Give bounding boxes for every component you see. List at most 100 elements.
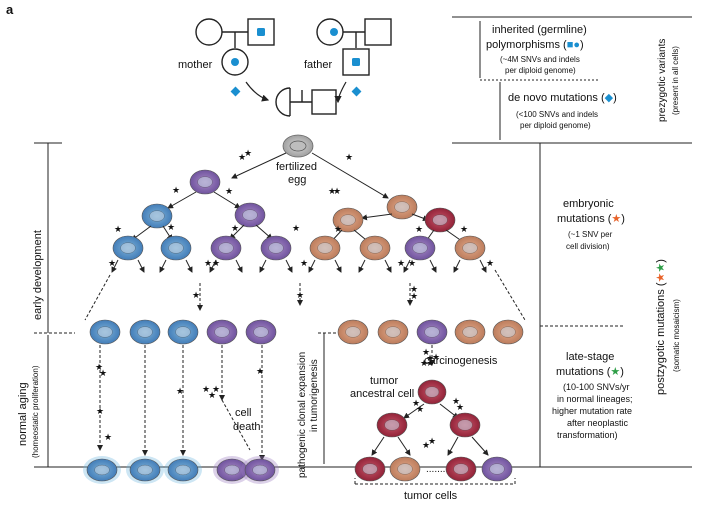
tumor-ancestral-cell [417, 379, 447, 405]
inherited-title: inherited (germline) [492, 24, 587, 36]
green-star-icon: ★ [412, 398, 420, 408]
late-detail-3: higher mutation rate [552, 406, 632, 416]
cell [454, 319, 486, 345]
inherited-title-2: polymorphisms (■●) [486, 39, 584, 51]
orange-star-icon: ★ [212, 258, 220, 268]
early-development-label: early development [32, 230, 44, 320]
embryonic-detail-2: cell division) [566, 242, 610, 251]
cell [160, 235, 192, 261]
cell [492, 319, 524, 345]
cell [454, 235, 486, 261]
green-star-icon: ★ [104, 432, 112, 442]
embryonic-detail-1: (~1 SNV per [568, 230, 613, 239]
lineage-tree: ....... [83, 152, 526, 485]
cell [332, 207, 364, 233]
panel-label: a [6, 2, 14, 17]
cell [416, 319, 448, 345]
orange-star-icon: ★ [244, 148, 252, 158]
orange-star-icon: ★ [410, 291, 418, 301]
orange-star-icon: ★ [300, 258, 308, 268]
normal-aging-label: normal aging [17, 382, 29, 446]
postzygotic-sublabel: (somatic mosaicism) [672, 299, 681, 372]
prezygotic-side-sublabel: (present in all cells) [671, 46, 680, 115]
father-label: father [304, 59, 332, 71]
normal-aging-sublabel: (homeostatic proliferation) [31, 365, 40, 458]
zygote-label-2: egg [288, 174, 306, 186]
orange-star-icon: ★ [408, 258, 416, 268]
green-star-icon: ★ [256, 366, 264, 376]
cell [245, 319, 277, 345]
inherited-detail-1: (~4M SNVs and indels [500, 55, 580, 64]
green-star-icon: ★ [426, 353, 434, 363]
cell [309, 235, 341, 261]
embryonic-title-2: mutations (★) [557, 213, 625, 225]
cell [112, 235, 144, 261]
cell [83, 456, 121, 484]
svg-text:.......: ....... [426, 464, 445, 475]
prezygotic-brackets [452, 16, 692, 144]
cell [89, 319, 121, 345]
postzygotic-brackets [539, 143, 692, 468]
green-star-icon: ★ [96, 406, 104, 416]
cell [481, 456, 513, 482]
embryonic-title: embryonic [563, 198, 614, 210]
late-title: late-stage [566, 351, 614, 363]
orange-star-icon: ★ [397, 258, 405, 268]
denovo-detail-2: per diploid genome) [520, 121, 591, 130]
cell [206, 319, 238, 345]
cell-death-label-1: cell [235, 407, 252, 419]
blue-circle-icon [231, 58, 239, 66]
orange-star-icon: ★ [172, 185, 180, 195]
orange-star-icon: ★ [415, 224, 423, 234]
orange-star-icon: ★ [334, 224, 342, 234]
green-star-icon: ★ [456, 402, 464, 412]
prezygotic-side-label: prezygotic variants [657, 39, 668, 122]
green-star-icon: ★ [176, 386, 184, 396]
denovo-detail-1: (<100 SNVs and indels [516, 110, 598, 119]
orange-star-icon: ★ [328, 186, 336, 196]
green-star-icon: ★ [202, 384, 210, 394]
inherited-markers [230, 28, 362, 97]
late-detail-2: in normal lineages; [557, 394, 633, 404]
tumor-label-1: tumor [370, 375, 398, 387]
orange-star-icon: ★ [238, 152, 246, 162]
orange-star-icon: ★ [345, 152, 353, 162]
late-detail-1: (10-100 SNVs/yr [563, 382, 630, 392]
orange-star-icon: ★ [333, 186, 341, 196]
blue-diamond-icon [351, 86, 362, 97]
cell [337, 319, 369, 345]
orange-star-icon: ★ [292, 223, 300, 233]
cell [126, 456, 164, 484]
green-star-icon: ★ [99, 368, 107, 378]
green-star-icon: ★ [420, 358, 428, 368]
cell [445, 456, 477, 482]
cell [141, 203, 173, 229]
late-title-2: mutations (★) [556, 366, 624, 378]
cell [354, 456, 386, 482]
cell [260, 235, 292, 261]
blue-circle-icon [330, 28, 338, 36]
blue-diamond-icon [230, 86, 241, 97]
orange-star-icon: ★ [225, 186, 233, 196]
zygote-label-1: fertilized [276, 161, 317, 173]
orange-star-icon: ★ [192, 290, 200, 300]
orange-star-icon: ★ [410, 284, 418, 294]
cell [213, 456, 251, 484]
tumor-label-2: ancestral cell [350, 388, 414, 400]
green-star-icon: ★ [428, 436, 436, 446]
carcinogenesis-label: carcinogenesis [424, 355, 498, 367]
green-star-icon: ★ [422, 347, 430, 357]
expansion-label: pathogenic clonal expansion [297, 352, 308, 478]
denovo-title: de novo mutations (◆) [508, 92, 617, 104]
fertilized-egg [282, 134, 314, 158]
green-star-icon: ★ [422, 440, 430, 450]
green-star-icon: ★ [95, 362, 103, 372]
orange-star-icon: ★ [204, 258, 212, 268]
green-star-icon: ★ [426, 358, 434, 368]
tumor-cells-label: tumor cells [404, 490, 458, 502]
orange-star-icon: ★ [486, 258, 494, 268]
cell-death-label-2: death [233, 421, 261, 433]
cell [167, 319, 199, 345]
green-star-icon: ★ [452, 396, 460, 406]
